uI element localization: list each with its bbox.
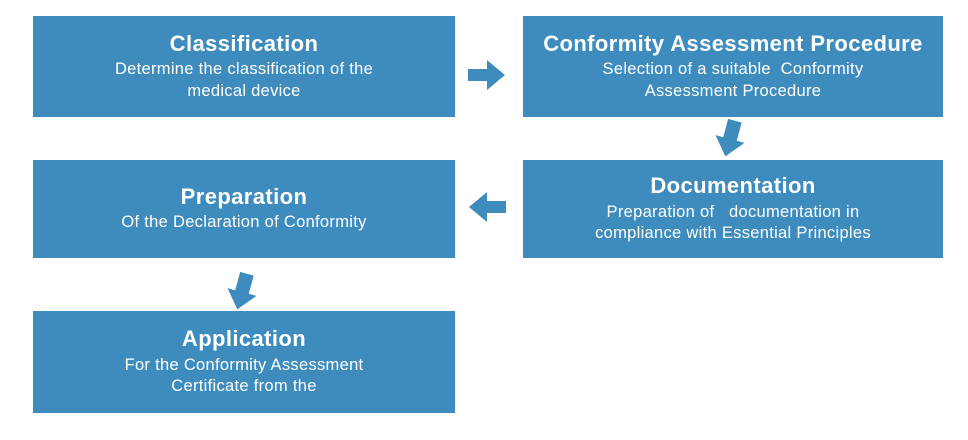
- step-box-conformity-assessment-procedure: Conformity Assessment Procedure Selectio…: [523, 16, 943, 117]
- step-title: Application: [181, 326, 307, 352]
- left-arrow-icon: [468, 190, 506, 224]
- step-title: Documentation: [650, 173, 816, 199]
- right-arrow-icon: [468, 58, 506, 92]
- step-box-classification: Classification Determine the classificat…: [33, 16, 455, 117]
- step-box-preparation: Preparation Of the Declaration of Confor…: [33, 160, 455, 258]
- step-subtitle: Preparation of documentation in complian…: [595, 202, 871, 243]
- step-box-documentation: Documentation Preparation of documentati…: [523, 160, 943, 258]
- step-subtitle: For the Conformity Assessment Certificat…: [124, 355, 364, 396]
- step-box-application: Application For the Conformity Assessmen…: [33, 311, 455, 413]
- step-subtitle: Of the Declaration of Conformity: [121, 213, 367, 232]
- step-title: Preparation: [180, 184, 308, 210]
- down-arrow-icon: [710, 117, 751, 162]
- step-title: Classification: [169, 30, 319, 56]
- down-arrow-icon: [222, 270, 263, 315]
- step-subtitle: Selection of a suitable Conformity Asses…: [602, 60, 864, 100]
- step-subtitle: Determine the classification of the medi…: [114, 60, 374, 100]
- step-title: Conformity Assessment Procedure: [543, 30, 923, 56]
